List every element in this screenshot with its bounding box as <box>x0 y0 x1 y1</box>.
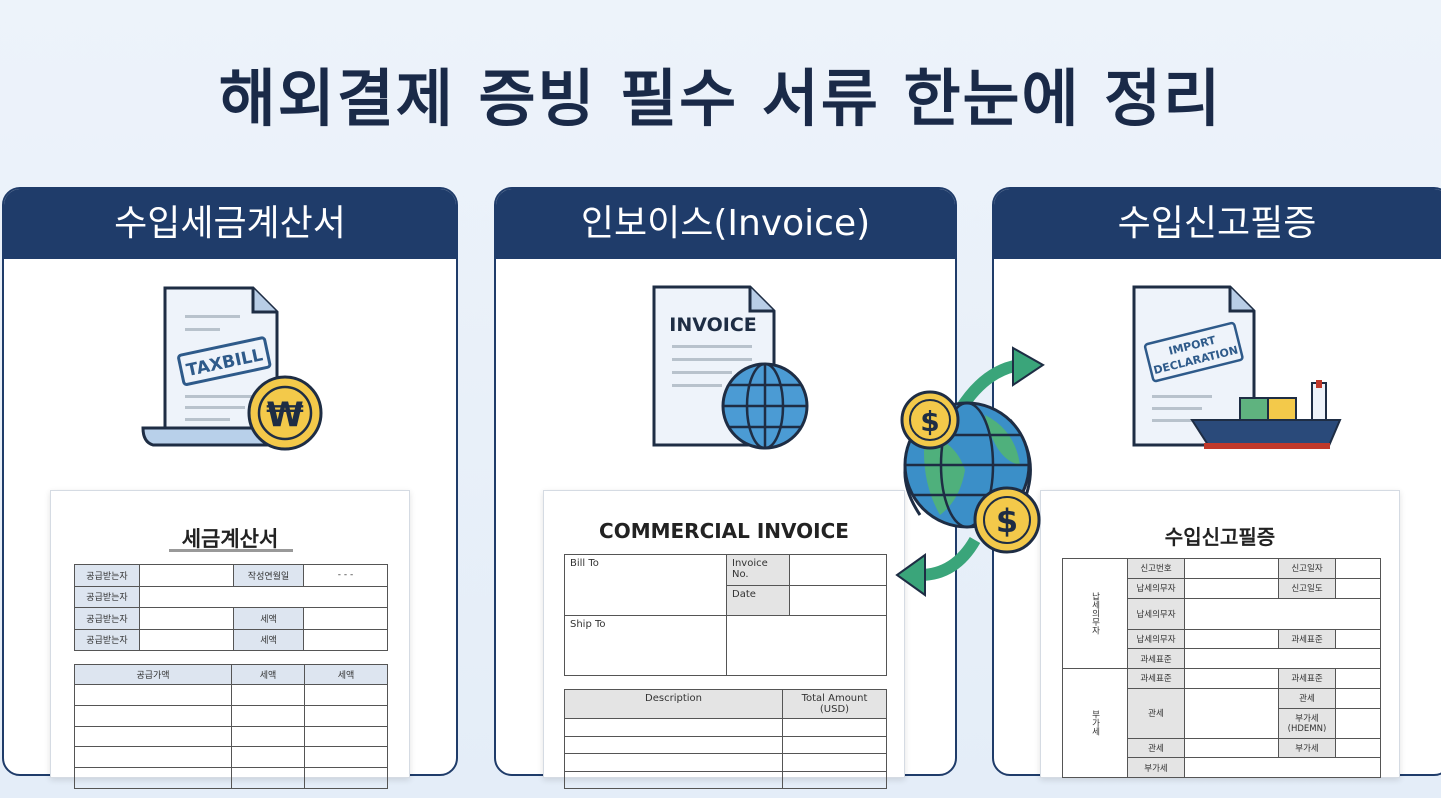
dollar-coin-icon: $ <box>973 486 1041 554</box>
tax-document-with-won-coin-icon: TAXBILL ₩ <box>141 286 323 451</box>
svg-text:INVOICE: INVOICE <box>669 314 757 336</box>
dollar-coin-icon: $ <box>900 390 960 450</box>
form-title: 수입신고필증 <box>1164 525 1276 549</box>
card-header: 수입신고필증 <box>994 189 1441 259</box>
card-header: 수입세금계산서 <box>4 189 456 259</box>
form-title: 세금계산서 <box>181 527 279 551</box>
card-header: 인보이스(Invoice) <box>496 189 955 259</box>
page-title: 해외결제 증빙 필수 서류 한눈에 정리 <box>218 62 1223 135</box>
invoice-document-with-globe-icon: INVOICE <box>652 285 809 450</box>
form-title: COMMERCIAL INVOICE <box>599 519 849 543</box>
cargo-ship-icon <box>1190 380 1342 449</box>
svg-text:₩: ₩ <box>266 395 304 435</box>
svg-text:$: $ <box>920 405 939 438</box>
globe-with-dollar-coins-exchange-icon: $ $ <box>895 346 1045 597</box>
svg-text:$: $ <box>996 502 1018 540</box>
globe-icon <box>721 362 809 450</box>
